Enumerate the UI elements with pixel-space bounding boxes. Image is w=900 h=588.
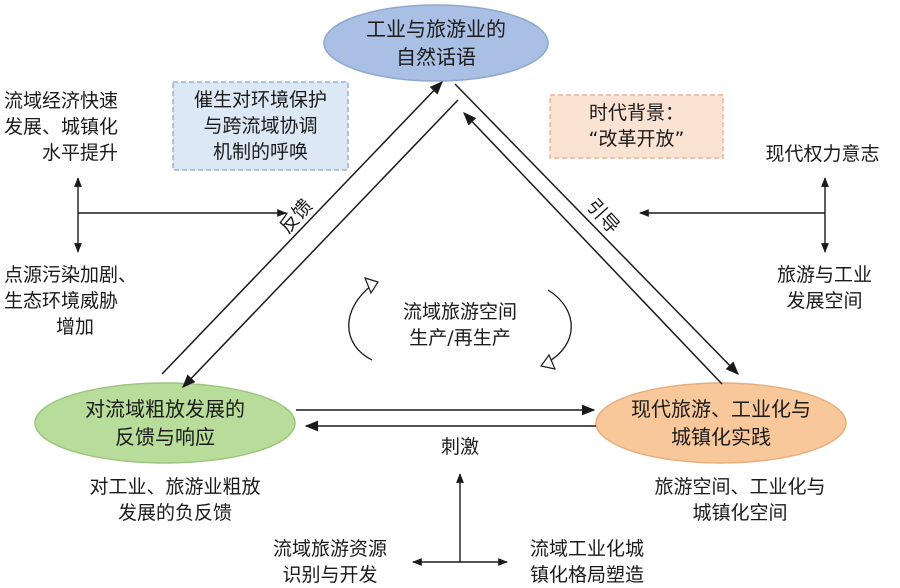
under-right-line1: 旅游空间、工业化与	[654, 476, 826, 498]
cycle-arrow-right	[547, 289, 572, 363]
under-left-line1: 对工业、旅游业粗放	[89, 476, 261, 498]
blue-box-line2: 与跨流域协调	[203, 115, 318, 137]
right-cross-bottom-line1: 旅游与工业	[776, 264, 872, 286]
edge-label-stimulus: 刺激	[440, 436, 479, 458]
cycle-arrow-left-head	[363, 277, 379, 295]
cycle-arrow-right-head	[539, 353, 557, 370]
right-node: 现代旅游、工业化与 城镇化实践	[601, 395, 841, 451]
right-node-line1: 现代旅游、工业化与	[631, 397, 811, 421]
under-left-line2: 发展的负反馈	[117, 502, 232, 524]
top-node-line2: 自然话语	[396, 45, 476, 69]
blue-box-bg	[172, 81, 349, 171]
blue-box-line1: 催生对环境保护	[193, 89, 327, 111]
bottom-cross-right-line1: 流域工业化城	[529, 538, 644, 560]
center-line1: 流域旅游空间	[402, 301, 517, 323]
left-cross-top: 流域经济快速 发展、城镇化 水平提升	[4, 88, 164, 166]
right-cross-bottom: 旅游与工业 发展空间	[752, 262, 897, 314]
center-label: 流域旅游空间 生产/再生产	[372, 299, 548, 351]
guide-arrow-up	[463, 112, 723, 385]
left-cross-top-line2: 发展、城镇化	[4, 116, 119, 138]
feedback-arrow-down	[182, 99, 459, 388]
top-node-ellipse	[323, 4, 549, 82]
orange-box-line1: 时代背景：	[588, 102, 684, 124]
bottom-cross-left-line2: 识别与开发	[282, 564, 378, 586]
left-cross-top-line1: 流域经济快速	[4, 90, 119, 112]
blue-box: 催生对环境保护 与跨流域协调 机制的呼唤	[173, 87, 348, 165]
bottom-cross-right-line2: 镇化格局塑造	[529, 564, 644, 586]
center-line2: 生产/再生产	[409, 327, 511, 349]
feedback-arrow-up	[161, 81, 443, 375]
under-left: 对工业、旅游业粗放 发展的负反馈	[60, 474, 290, 526]
orange-box-line2: “改革开放”	[588, 128, 685, 150]
left-cross-bottom-line1: 点源污染加剧、	[4, 264, 138, 286]
right-cross-bottom-line2: 发展空间	[786, 290, 863, 312]
right-node-line2: 城镇化实践	[671, 425, 771, 449]
left-node: 对流域粗放发展的 反馈与响应	[45, 395, 285, 451]
bottom-cross-right: 流域工业化城 镇化格局塑造	[507, 536, 667, 588]
bottom-cross-left: 流域旅游资源 识别与开发	[250, 536, 410, 588]
left-cross-bottom: 点源污染加剧、 生态环境威胁 增加	[4, 262, 174, 340]
left-node-line1: 对流域粗放发展的	[85, 397, 245, 421]
left-cross-bottom-line3: 增加	[56, 316, 95, 338]
left-cross-top-line3: 水平提升	[42, 142, 119, 164]
cycle-arrow-left	[348, 284, 373, 361]
orange-box: 时代背景： “改革开放”	[550, 100, 723, 152]
orange-box-bg	[549, 94, 724, 159]
left-node-ellipse	[34, 382, 296, 464]
left-node-line2: 反馈与响应	[115, 425, 215, 449]
under-right: 旅游空间、工业化与 城镇化空间	[620, 474, 860, 526]
top-node: 工业与旅游业的 自然话语	[336, 15, 536, 71]
left-cross-bottom-line2: 生态环境威胁	[4, 290, 119, 312]
right-cross-top: 现代权力意志	[765, 143, 880, 165]
guide-arrow-down	[454, 83, 739, 375]
blue-box-line3: 机制的呼唤	[212, 141, 308, 163]
bottom-cross-left-line1: 流域旅游资源	[272, 538, 387, 560]
under-right-line2: 城镇化空间	[692, 502, 788, 524]
top-node-line1: 工业与旅游业的	[366, 17, 506, 41]
